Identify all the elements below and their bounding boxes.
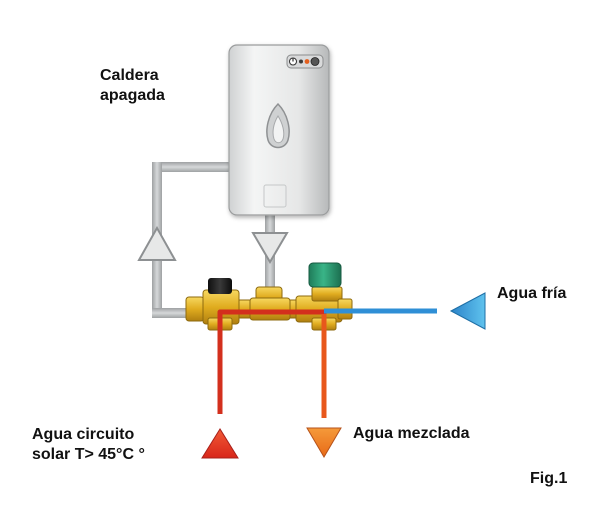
boiler-label-line1: Caldera	[100, 67, 159, 84]
cold-water-label: Agua fría	[497, 284, 566, 304]
mixed-water-label-text: Agua mezclada	[353, 425, 470, 442]
solar-water-label-line2: solar T> 45°C °	[32, 446, 145, 463]
hot-water-line	[217, 309, 327, 414]
figure-caption: Fig.1	[530, 469, 567, 489]
figure-caption-text: Fig.1	[530, 470, 568, 487]
flow-up-arrow-icon	[137, 225, 177, 261]
boiler-control-panel	[286, 54, 324, 69]
cold-water-arrow-icon	[449, 292, 486, 330]
cold-water-label-text: Agua fría	[497, 285, 567, 302]
boiler-label: Caldera apagada	[100, 66, 165, 106]
solar-water-label-line1: Agua circuito	[32, 426, 135, 443]
flame-icon	[266, 102, 290, 149]
boiler-label-line2: apagada	[100, 87, 165, 104]
mixed-water-arrow-icon	[306, 427, 342, 458]
solar-water-label: Agua circuito solar T> 45°C °	[32, 425, 145, 465]
mixed-water-label: Agua mezclada	[353, 424, 469, 444]
solar-water-arrow-icon	[201, 428, 239, 459]
flow-down-arrow-icon	[251, 232, 289, 264]
